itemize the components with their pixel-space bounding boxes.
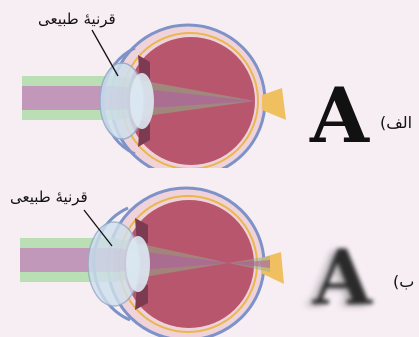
sharp-letter-a: A — [310, 78, 369, 154]
panel-blurred-vision: قرنیهٔ طبیعی A A ب) — [0, 168, 419, 337]
panel-normal-vision: قرنیهٔ طبیعی A الف) — [0, 0, 419, 168]
panel-label-be: ب) — [393, 272, 414, 291]
cornea-label: قرنیهٔ طبیعی — [10, 188, 88, 206]
cornea-pointer-line — [92, 30, 118, 76]
blurred-letter-a: A — [313, 240, 372, 316]
panel-label-alef: الف) — [380, 113, 412, 132]
cornea-label: قرنیهٔ طبیعی — [38, 10, 116, 28]
